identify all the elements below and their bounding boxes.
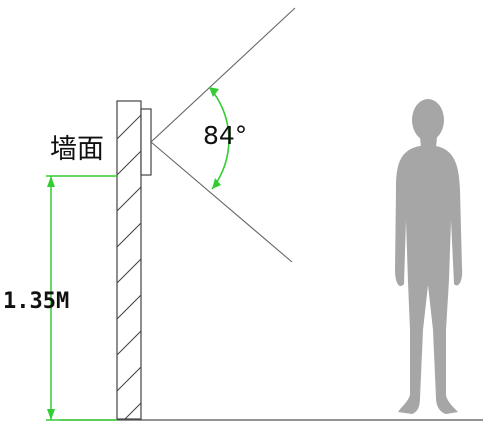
arc-arrow-top: [209, 87, 219, 97]
dimension-arrow-top: [47, 176, 55, 187]
height-dimension: [46, 175, 117, 421]
device-body: [140, 108, 152, 176]
angle-arc: [208, 86, 230, 190]
arc-arrow-bottom: [212, 178, 221, 189]
view-lower-line: [150, 141, 293, 263]
view-angle-label: 84°: [203, 121, 247, 150]
wall-label: 墙面: [50, 134, 104, 165]
wall-section: [116, 100, 142, 420]
dimension-arrow-bottom: [47, 409, 55, 420]
person-silhouette: [395, 99, 463, 414]
view-upper-line: [150, 7, 296, 143]
mount-height-label: 1.35M: [3, 289, 69, 314]
